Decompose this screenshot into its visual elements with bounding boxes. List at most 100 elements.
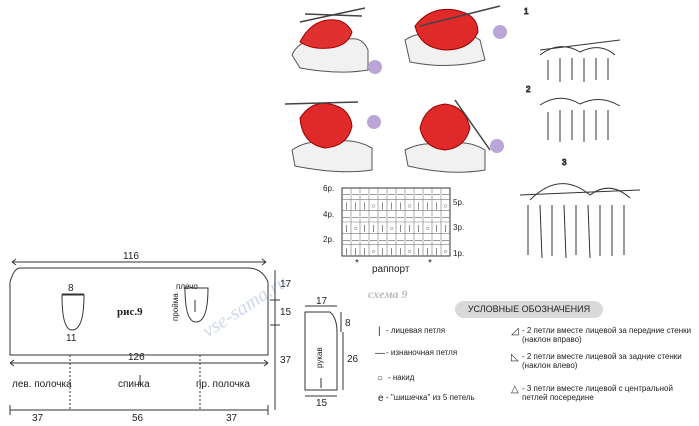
chart-cell: — xyxy=(433,214,440,221)
repeat-label: раппорт xyxy=(372,264,410,275)
step-dot xyxy=(368,60,382,74)
dim-bottom-center: 56 xyxy=(132,413,144,424)
body-pattern xyxy=(9,258,280,415)
chart-cell: | xyxy=(364,248,366,255)
chart-cell: — xyxy=(424,237,431,244)
chart-cell: — xyxy=(370,214,377,221)
shoulder-label: плечо xyxy=(176,282,198,291)
chart-cell: | xyxy=(418,248,420,255)
part-right-front: пр. полочка xyxy=(196,379,250,390)
chart-cell: ○ xyxy=(443,203,447,210)
dim-right-top: 17 xyxy=(280,279,292,290)
dim-width-top: 116 xyxy=(123,251,139,262)
step-dot xyxy=(493,25,507,39)
knitting-illustration-2 xyxy=(404,5,507,67)
dim-width-bottom: 126 xyxy=(128,352,145,363)
chart-cell: ○ xyxy=(371,248,375,255)
dim-bottom-left: 37 xyxy=(32,413,44,424)
chart-cell: | xyxy=(427,248,429,255)
chart-cell: | xyxy=(346,226,348,233)
chart-cell: | xyxy=(436,203,438,210)
chart-cell: — xyxy=(379,237,386,244)
dim-armhole-width: 8 xyxy=(68,283,74,294)
armhole-label: пройма xyxy=(171,293,180,321)
part-back: спинка xyxy=(118,379,150,390)
chart-cell: — xyxy=(397,237,404,244)
knitting-sketch-1: 1 xyxy=(524,7,621,82)
figure-label: рис.9 xyxy=(117,306,143,318)
chart-cell: ○ xyxy=(353,226,357,233)
chart-cell: — xyxy=(343,214,350,221)
chart-cell: | xyxy=(445,226,447,233)
chart-cell: — xyxy=(361,214,368,221)
row-label-3: 3р. xyxy=(453,223,464,232)
sleeve-dim-side-top: 8 xyxy=(345,318,351,329)
chart-cell: — xyxy=(442,214,449,221)
chart-cell: | xyxy=(409,226,411,233)
chart-cell: | xyxy=(346,203,348,210)
chart-cell: ○ xyxy=(407,203,411,210)
step-mark: 1 xyxy=(524,7,529,16)
chart-cell: — xyxy=(343,237,350,244)
legend-k2tog-right: - 2 петли вместе лицевой за передние сте… xyxy=(522,326,692,344)
legend-title: УСЛОВНЫЕ ОБОЗНАЧЕНИЯ xyxy=(455,301,603,318)
chart-cell: | xyxy=(373,226,375,233)
chart-cell: — xyxy=(415,192,422,199)
chart-cell: | xyxy=(391,203,393,210)
chart-cell: — xyxy=(361,237,368,244)
dim-bottom-right: 37 xyxy=(226,413,238,424)
sleeve-label: рукав xyxy=(315,347,324,368)
step-dot xyxy=(367,115,381,129)
dim-right-height: 37 xyxy=(280,355,292,366)
legend-symbols: | — ○ e ◿ ◺ △ xyxy=(375,326,519,404)
chart-cell: | xyxy=(346,248,348,255)
chart-cell: — xyxy=(352,192,359,199)
chart-cell: | xyxy=(400,226,402,233)
knitting-sketch-2: 2 xyxy=(526,85,621,142)
chart-cell: | xyxy=(382,203,384,210)
chart-cell: — xyxy=(397,214,404,221)
part-left-front: лев. полочка xyxy=(12,379,72,390)
legend-symbol-yarnover: ○ xyxy=(377,373,383,384)
repeat-marker-right: * xyxy=(428,258,432,269)
legend-symbol-k3tog: △ xyxy=(511,384,519,395)
step-mark: 2 xyxy=(526,85,531,94)
legend-symbol-bobble: e xyxy=(378,393,384,404)
sleeve-pattern xyxy=(304,305,344,397)
chart-cell: | xyxy=(364,226,366,233)
chart-cell: — xyxy=(433,192,440,199)
chart-cell: — xyxy=(424,214,431,221)
row-label-6: 6р. xyxy=(323,184,334,193)
legend-k3tog: - 3 петли вместе лицевой с центральной п… xyxy=(522,384,673,402)
chart-cell: | xyxy=(400,203,402,210)
chart-cell: ○ xyxy=(371,203,375,210)
chart-cell: — xyxy=(379,192,386,199)
chart-cell: | xyxy=(400,248,402,255)
chart-cell: | xyxy=(418,226,420,233)
knitting-illustration-3 xyxy=(284,101,381,173)
legend-knit: - лицевая петля xyxy=(386,326,446,335)
chart-cell: — xyxy=(370,192,377,199)
chart-cell: — xyxy=(406,192,413,199)
chart-cell: — xyxy=(406,214,413,221)
step-dot xyxy=(490,139,504,153)
chart-cell: — xyxy=(442,192,449,199)
legend-bobble: - "шишечка" из 5 петель xyxy=(386,393,475,402)
chart-cell: | xyxy=(355,203,357,210)
chart-cell: | xyxy=(418,203,420,210)
step-mark: 3 xyxy=(562,158,567,167)
knitting-sketch-3: 3 xyxy=(519,158,641,259)
chart-cell: — xyxy=(361,192,368,199)
sleeve-dim-top: 17 xyxy=(316,296,328,307)
row-label-1: 1р. xyxy=(453,249,464,258)
chart-cell: ○ xyxy=(407,248,411,255)
chart-cell: — xyxy=(388,214,395,221)
chart-cell: — xyxy=(424,192,431,199)
chart-cell: | xyxy=(382,248,384,255)
chart-cell: — xyxy=(379,214,386,221)
chart-cell: — xyxy=(433,237,440,244)
stitch-chart: ————————————|||○|||○|||○————————————|○||… xyxy=(323,184,464,275)
chart-cell: | xyxy=(427,203,429,210)
chart-cell: — xyxy=(406,237,413,244)
dim-armhole-gap: 11 xyxy=(66,333,77,344)
